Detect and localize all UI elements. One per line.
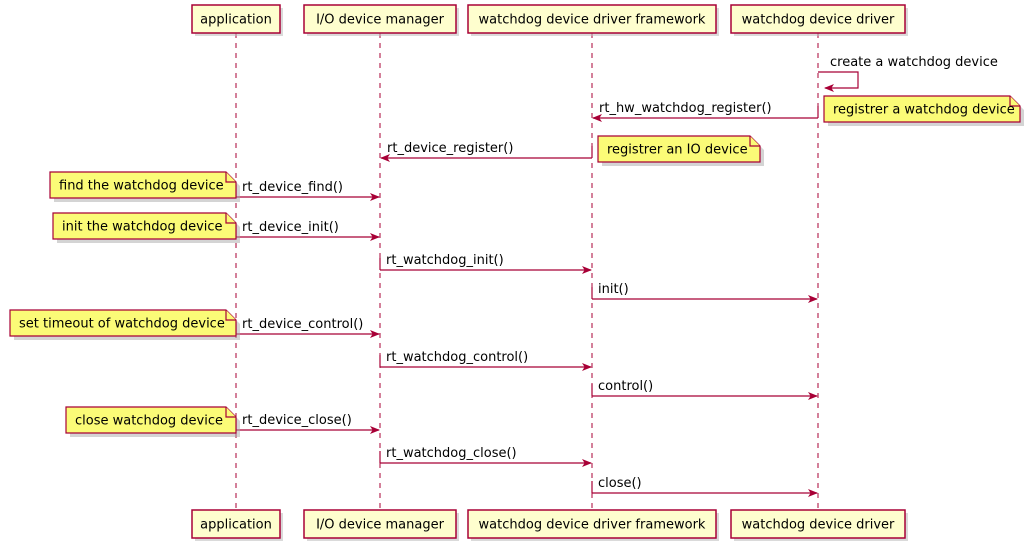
notes-layer: registrer a watchdog device registrer an … xyxy=(9,95,1024,437)
message-label: rt_hw_watchdog_register() xyxy=(599,101,772,116)
messages-layer: create a watchdog device rt_hw_watchdog_r… xyxy=(235,55,998,497)
note-body xyxy=(9,309,237,337)
note-label: init the watchdog device xyxy=(62,220,223,235)
participant-box xyxy=(191,4,281,34)
participant-box xyxy=(191,509,281,539)
participant-iodm-header[interactable]: I/O device manager xyxy=(303,4,459,36)
note-n5: set timeout of watchdog device xyxy=(9,309,240,340)
participant-box xyxy=(730,4,906,34)
note-fold-corner xyxy=(1009,96,1020,107)
message-label: init() xyxy=(598,282,629,297)
message-m12: rt_watchdog_close() xyxy=(379,446,592,467)
participant-label: application xyxy=(200,518,272,533)
participant-framework-footer[interactable]: watchdog device driver framework xyxy=(467,509,719,541)
message-label: rt_device_close() xyxy=(242,413,352,428)
participant-box xyxy=(303,4,457,34)
participant-label: application xyxy=(200,13,272,28)
note-label: find the watchdog device xyxy=(59,179,224,194)
note-n6: close watchdog device xyxy=(65,406,240,437)
participants-header-layer: application I/O device manager watchdog de… xyxy=(191,4,908,36)
note-body xyxy=(49,171,237,199)
participant-box xyxy=(303,509,457,539)
note-n4: init the watchdog device xyxy=(52,212,240,243)
message-m8: rt_device_control() xyxy=(235,317,380,338)
participant-box xyxy=(467,4,717,34)
note-body xyxy=(52,212,237,240)
note-body xyxy=(65,406,237,434)
message-label: rt_device_control() xyxy=(242,317,363,332)
message-m9: rt_watchdog_control() xyxy=(379,350,592,371)
participant-framework-header[interactable]: watchdog device driver framework xyxy=(467,4,719,36)
participant-driver-header[interactable]: watchdog device driver xyxy=(730,4,908,36)
message-m10: control() xyxy=(591,379,818,400)
participant-label: watchdog device driver framework xyxy=(479,13,706,28)
note-body xyxy=(823,95,1021,123)
participant-box xyxy=(467,509,717,539)
participant-iodm-footer[interactable]: I/O device manager xyxy=(303,509,459,541)
note-body xyxy=(597,135,761,163)
note-fold-corner xyxy=(225,213,236,224)
message-arrow-self xyxy=(818,71,859,92)
message-label: rt_watchdog_init() xyxy=(386,253,504,268)
note-label: registrer an IO device xyxy=(607,143,748,158)
message-m2: rt_hw_watchdog_register() xyxy=(592,101,819,122)
message-m3: rt_device_register() xyxy=(380,141,593,162)
note-fold-corner xyxy=(225,310,236,321)
note-fold-corner xyxy=(225,407,236,418)
message-label: create a watchdog device xyxy=(830,55,998,70)
note-label: set timeout of watchdog device xyxy=(19,317,225,332)
participant-app-header[interactable]: application xyxy=(191,4,283,36)
participant-app-footer[interactable]: application xyxy=(191,509,283,541)
message-label: rt_watchdog_control() xyxy=(386,350,528,365)
participants-footer-layer: application I/O device manager watchdog de… xyxy=(191,509,908,541)
participant-box xyxy=(730,509,906,539)
participant-label: I/O device manager xyxy=(316,13,444,28)
note-fold-corner xyxy=(749,136,760,147)
note-label: close watchdog device xyxy=(75,414,223,429)
message-label: rt_device_find() xyxy=(242,180,343,195)
message-label: rt_device_init() xyxy=(242,220,339,235)
message-label: rt_watchdog_close() xyxy=(386,446,517,461)
message-m7: init() xyxy=(591,282,818,303)
message-label: close() xyxy=(598,476,642,491)
participant-label: watchdog device driver xyxy=(742,518,895,533)
message-m13: close() xyxy=(591,476,818,497)
note-n3: find the watchdog device xyxy=(49,171,240,202)
message-label: rt_device_register() xyxy=(387,141,513,156)
note-n1: registrer a watchdog device xyxy=(823,95,1024,126)
participant-label: watchdog device driver framework xyxy=(479,518,706,533)
message-m1: create a watchdog device xyxy=(818,55,998,92)
note-label: registrer a watchdog device xyxy=(833,103,1015,118)
note-n2: registrer an IO device xyxy=(597,135,764,166)
message-m6: rt_watchdog_init() xyxy=(379,253,592,274)
message-label: control() xyxy=(598,379,653,394)
participant-driver-footer[interactable]: watchdog device driver xyxy=(730,509,908,541)
note-fold-corner xyxy=(225,172,236,183)
participant-label: I/O device manager xyxy=(316,518,444,533)
participant-label: watchdog device driver xyxy=(742,13,895,28)
